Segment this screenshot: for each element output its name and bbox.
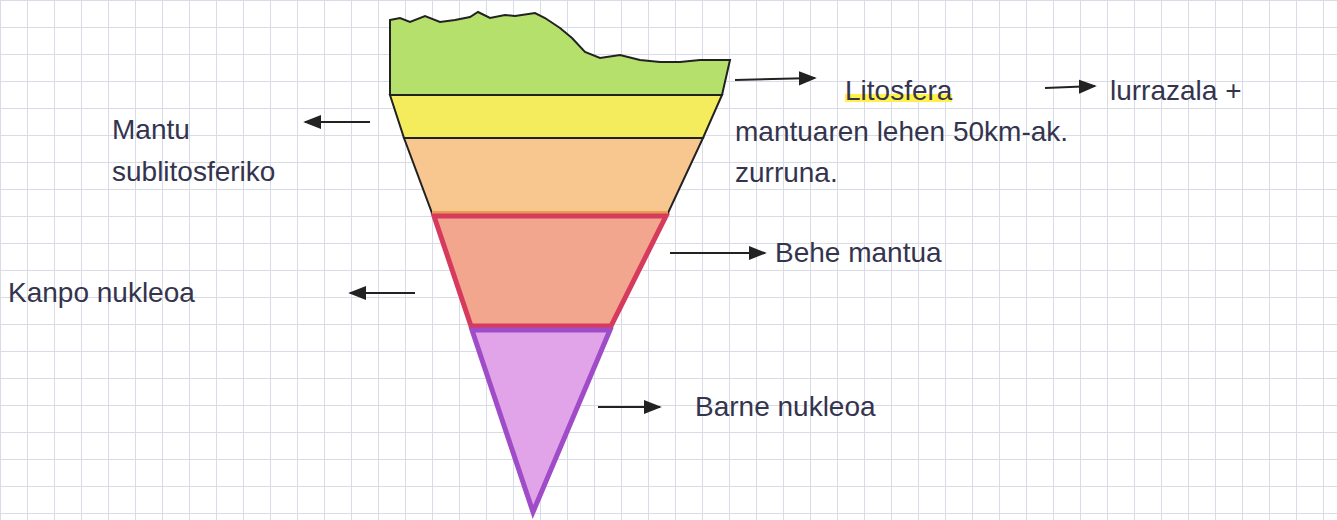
- layer-note-box: lurrazala + mantuaren lehen 50km-ak. zur…: [735, 70, 1295, 311]
- layer-label-box: Mantu sublitosferiko: [112, 109, 312, 193]
- layer-label: Barne nukleoa: [695, 391, 876, 422]
- inner-core-band: [472, 330, 610, 512]
- leader-arrow: [735, 78, 815, 80]
- layer-label: Litosfera: [845, 75, 952, 106]
- layer-label: Mantu sublitosferiko: [112, 114, 275, 187]
- layer-label: Behe mantua: [775, 237, 942, 268]
- leader-arrow: [598, 406, 660, 408]
- spacer: [1135, 111, 1295, 311]
- leader-arrow: [305, 121, 370, 123]
- sublithospheric-mantle-band: [404, 138, 703, 213]
- layer-label-box: Litosfera: [845, 70, 1105, 111]
- layer-label: Kanpo nukleoa: [8, 277, 195, 308]
- layer-label-box: Kanpo nukleoa: [8, 272, 338, 313]
- leader-arrow: [1045, 86, 1095, 88]
- layer-label-box: Barne nukleoa: [695, 386, 1025, 427]
- lithospheric-mantle-band: [390, 95, 722, 138]
- layer-label-box: Behe mantua: [775, 232, 1075, 273]
- crust-band: [390, 12, 730, 95]
- leader-arrow: [350, 292, 415, 294]
- lower-mantle-band: [434, 216, 666, 326]
- spacer: [735, 70, 1110, 111]
- layer-note: lurrazala + mantuaren lehen 50km-ak. zur…: [735, 75, 1242, 188]
- leader-arrow: [670, 252, 765, 254]
